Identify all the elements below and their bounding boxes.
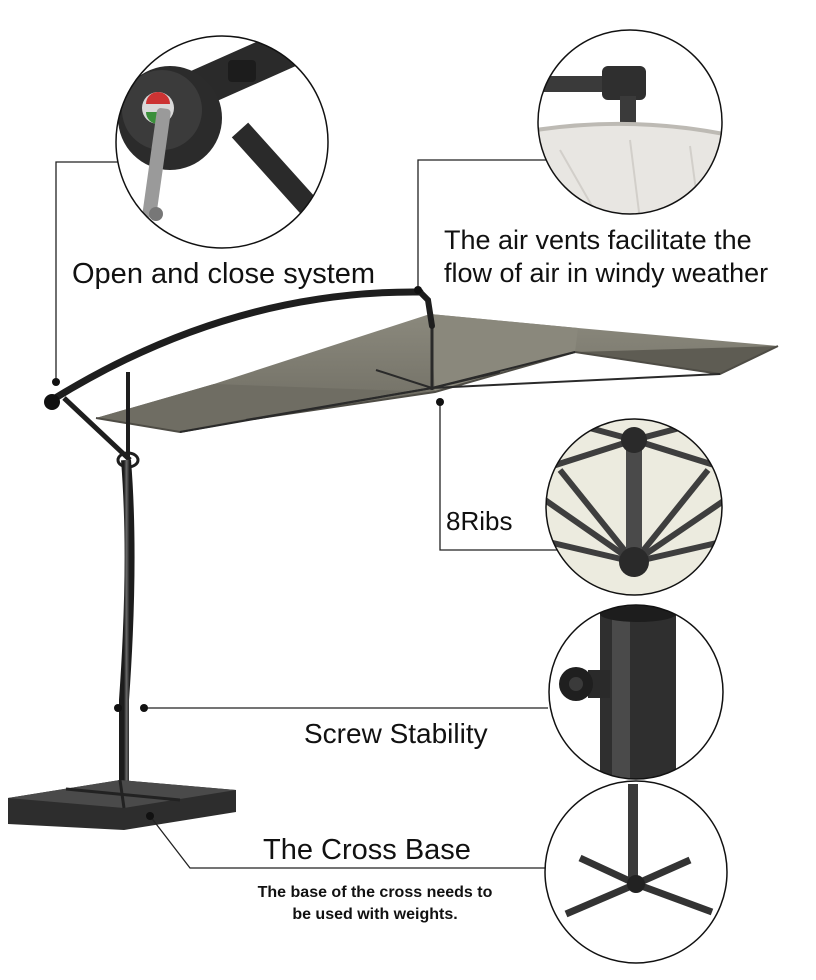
label-8-ribs: 8Ribs (446, 506, 513, 536)
label-screw-stability: Screw Stability (304, 718, 488, 749)
label-air-vents-line1: The air vents facilitate the (444, 225, 752, 255)
label-open-close-system: Open and close system (72, 258, 376, 290)
cross-base-note: The base of the cross needs to be used w… (210, 882, 540, 926)
label-cross-base: The Cross Base (263, 834, 471, 866)
umbrella (8, 288, 779, 830)
detail-circle-cross-base (544, 780, 728, 964)
callout-lines (55, 159, 560, 869)
detail-circle-ribs (545, 418, 723, 596)
label-air-vents-line2: flow of air in windy weather (444, 258, 769, 288)
umbrella-pole (119, 459, 135, 800)
callout-line-base (149, 815, 546, 869)
umbrella-cross-base (8, 779, 236, 830)
detail-circle-crank (115, 35, 329, 249)
umbrella-arm (48, 288, 424, 404)
label-air-vents: The air vents facilitate the flow of air… (444, 224, 768, 290)
callout-line-open-close (55, 161, 120, 380)
cross-base-note-line1: The base of the cross needs to (257, 884, 493, 901)
umbrella-canopy (95, 314, 779, 434)
crank-knob (44, 394, 60, 410)
callout-line-air-vents (417, 159, 548, 290)
cross-base-note-line2: be used with weights. (292, 906, 458, 923)
detail-circle-air-vent (537, 29, 723, 215)
callout-line-ribs (439, 400, 560, 551)
detail-circle-screw (548, 604, 724, 780)
